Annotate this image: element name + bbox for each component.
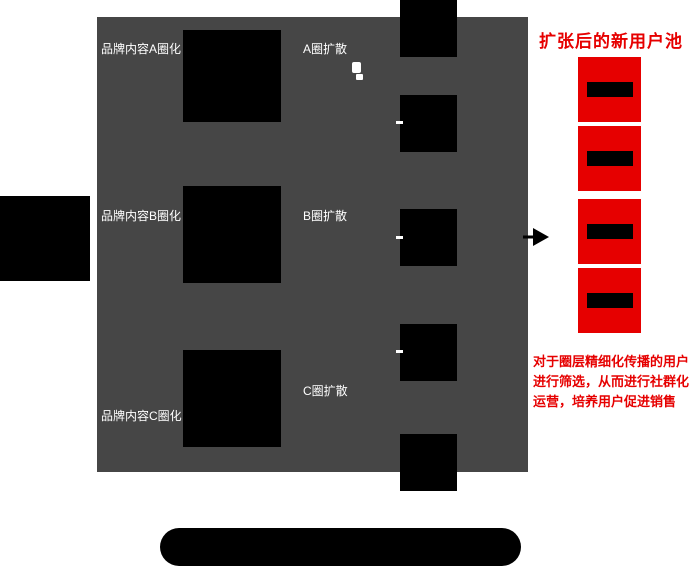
content-label-a: 品牌内容A圈化 — [101, 42, 182, 56]
user-pool-card — [578, 268, 641, 333]
user-pool-card — [578, 57, 641, 122]
redacted-name-bar — [586, 151, 633, 166]
pointer-icon — [352, 62, 364, 80]
user-group-image — [400, 434, 457, 491]
user-pool-card — [578, 199, 641, 264]
content-label-b: 品牌内容B圈化 — [101, 209, 182, 223]
connector-tick — [396, 350, 403, 353]
pointer-icon-part — [352, 62, 361, 73]
redacted-name-bar — [586, 82, 633, 97]
spread-label-c: C圈扩散 — [303, 384, 348, 398]
user-pool-card — [578, 126, 641, 191]
pointer-icon-part — [356, 74, 363, 80]
pool-title: 扩张后的新用户池 — [539, 32, 683, 51]
connector-tick — [396, 236, 403, 239]
arrow-right-icon — [523, 228, 549, 246]
caption-bar — [160, 528, 521, 566]
spread-label-a: A圈扩散 — [303, 42, 348, 56]
content-image-c — [183, 350, 281, 447]
pool-description: 对于圈层精细化传播的用户进行筛选，从而进行社群化运营，培养用户促进销售 — [533, 354, 690, 409]
redacted-name-bar — [586, 224, 633, 239]
redacted-name-bar — [586, 293, 633, 308]
user-group-image — [400, 324, 457, 381]
source-block — [0, 196, 90, 281]
content-label-c: 品牌内容C圈化 — [101, 409, 182, 423]
spread-label-b: B圈扩散 — [303, 209, 348, 223]
main-flow-panel — [97, 17, 528, 472]
user-group-image — [400, 95, 457, 152]
user-group-image — [400, 209, 457, 266]
content-image-b — [183, 186, 281, 283]
content-image-a — [183, 30, 281, 122]
connector-tick — [396, 121, 403, 124]
user-group-image — [400, 0, 457, 57]
